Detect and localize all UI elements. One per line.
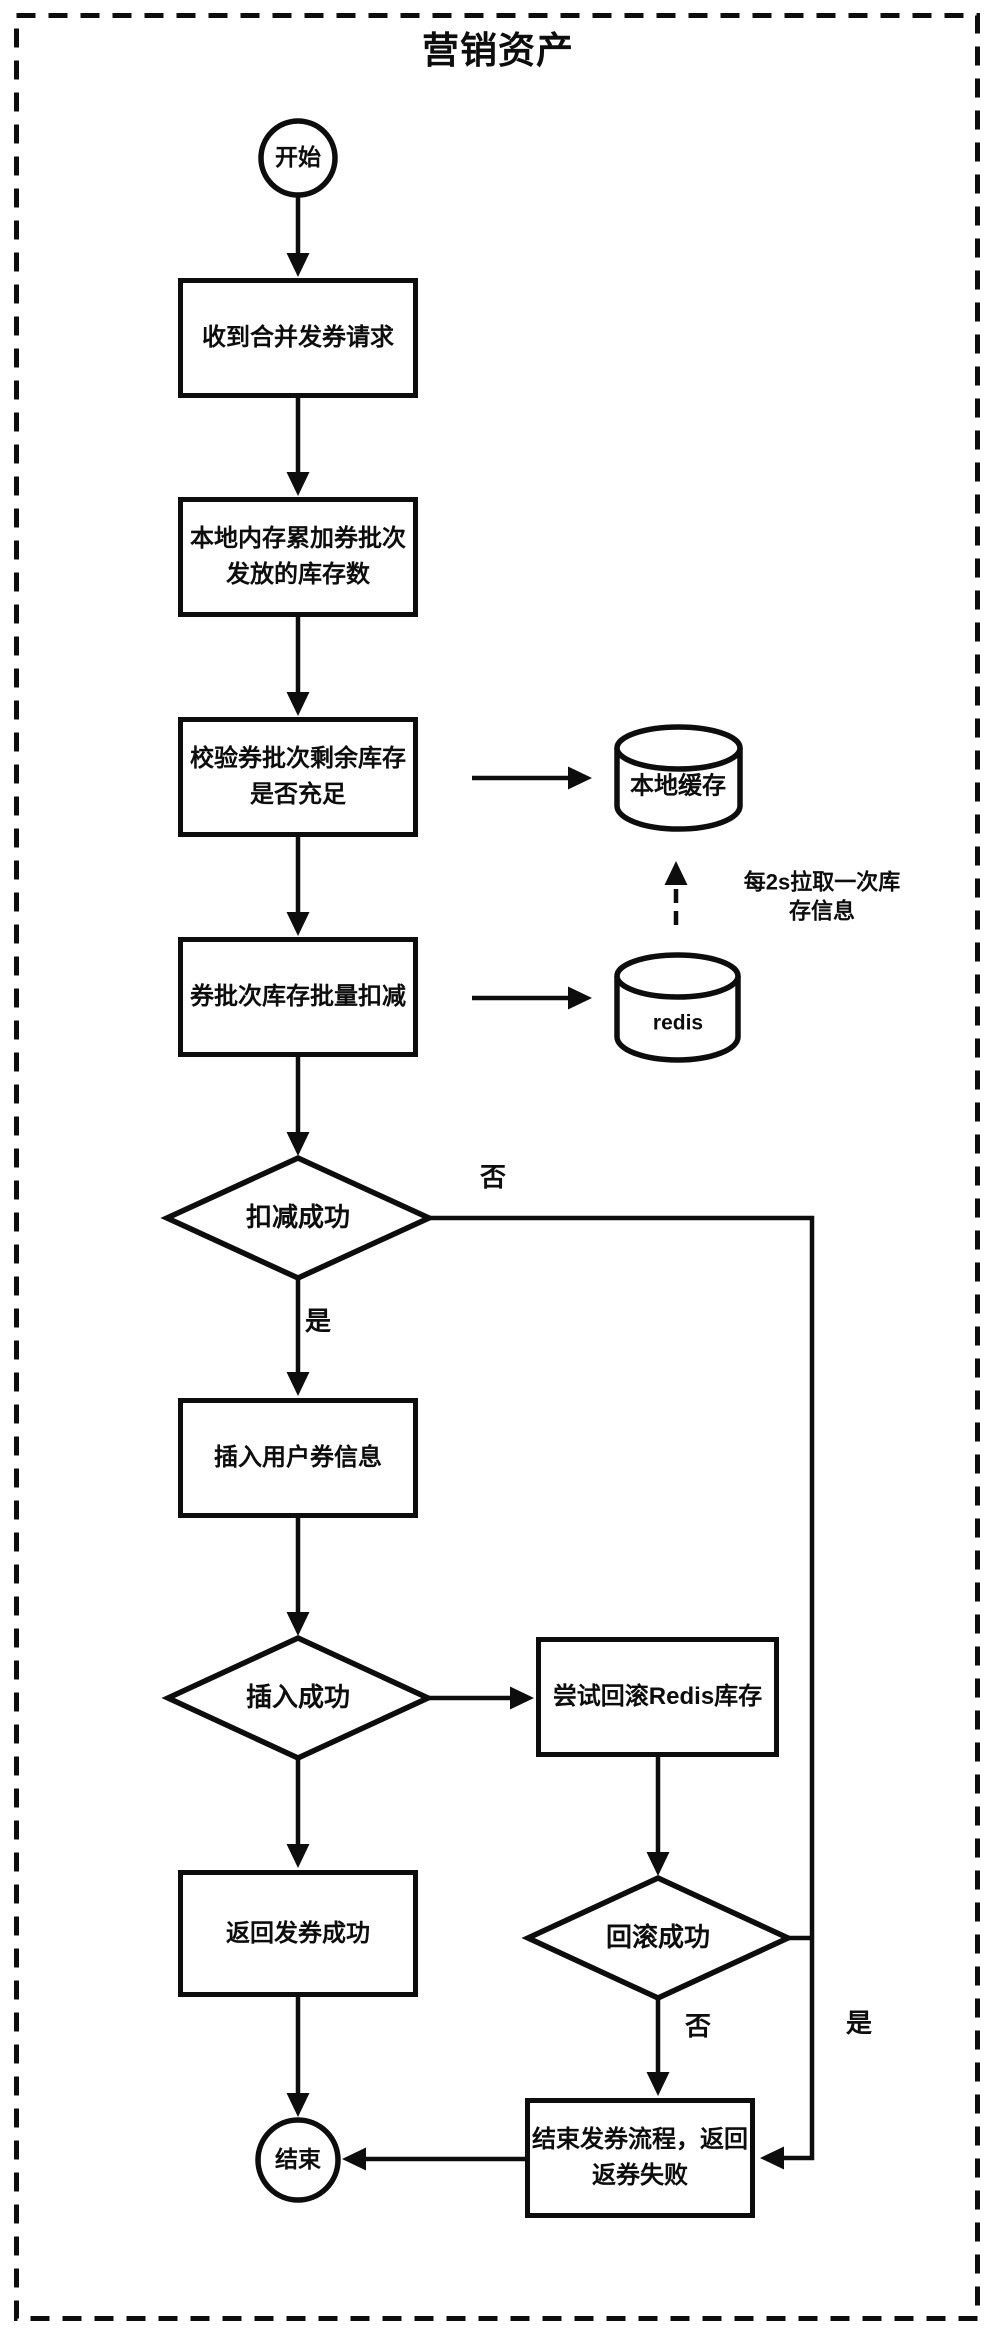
local-cache-cylinder	[614, 724, 743, 832]
edge-accumulate-to-check	[286, 617, 310, 716]
process-insert-user-coupon: 插入用户券信息	[178, 1398, 418, 1518]
process-check-stock: 校验券批次剩余库存 是否充足	[178, 717, 418, 837]
edge-label-rollback-no: 否	[684, 2011, 712, 2042]
edge-deduct-yes-to-insert	[286, 1278, 310, 1396]
edge-label-deduct-no: 否	[479, 1162, 507, 1193]
start-node-shape	[258, 118, 338, 198]
edge-deduct-to-redis	[472, 986, 592, 1010]
edge-insert-to-insertdecision	[286, 1518, 310, 1636]
rollback-success-diamond	[521, 1874, 795, 2002]
diagram-title: 营销资产	[422, 30, 574, 71]
redis-cylinder	[614, 952, 741, 1063]
outer-dashed-border	[14, 13, 980, 2321]
process-return-success: 返回发券成功	[178, 1870, 418, 1997]
edge-insertdecision-to-returnsuccess	[286, 1758, 310, 1868]
process-batch-deduct: 券批次库存批量扣减	[178, 937, 418, 1057]
process-accumulate-stock: 本地内存累加券批次 发放的库存数	[178, 497, 418, 617]
deduct-success-label: 扣减成功	[245, 1202, 351, 1233]
redis-label: redis	[652, 1011, 704, 1035]
start-node-label: 开始	[275, 144, 321, 171]
end-node-label: 结束	[275, 2146, 321, 2173]
edge-insertdecision-to-rollback	[428, 1686, 534, 1710]
edge-start-to-receive	[286, 196, 310, 277]
edge-deduct-to-decision	[286, 1057, 310, 1156]
edge-rollback-to-rollbackdecision	[646, 1757, 670, 1876]
end-node-shape	[255, 2117, 341, 2203]
cache-poll-annotation: 每2s拉取一次库存信息	[743, 869, 901, 923]
process-rollback-redis: 尝试回滚Redis库存	[536, 1637, 779, 1757]
edge-receive-to-accumulate	[286, 398, 310, 496]
edge-endfail-to-end	[342, 2147, 525, 2171]
process-end-fail: 结束发券流程，返回 返券失败	[525, 2098, 755, 2218]
edge-returnsuccess-to-end	[286, 1997, 310, 2117]
edge-redis-poll-to-localcache	[664, 861, 688, 925]
deduct-success-diamond	[160, 1154, 436, 1282]
insert-success-diamond	[161, 1634, 435, 1762]
edge-label-rollback-yes: 是	[845, 2008, 873, 2039]
edge-check-to-localcache	[472, 766, 592, 790]
edge-rollback-no-to-endfail	[646, 1998, 670, 2096]
local-cache-label: 本地缓存	[630, 772, 726, 800]
edge-deduct-no-to-endfail	[429, 1215, 815, 2170]
rollback-success-label: 回滚成功	[605, 1922, 711, 1953]
process-receive-request: 收到合并发券请求	[178, 278, 418, 398]
edge-check-to-deduct	[286, 837, 310, 936]
insert-success-label: 插入成功	[245, 1682, 351, 1713]
edge-label-deduct-yes: 是	[304, 1306, 332, 1337]
